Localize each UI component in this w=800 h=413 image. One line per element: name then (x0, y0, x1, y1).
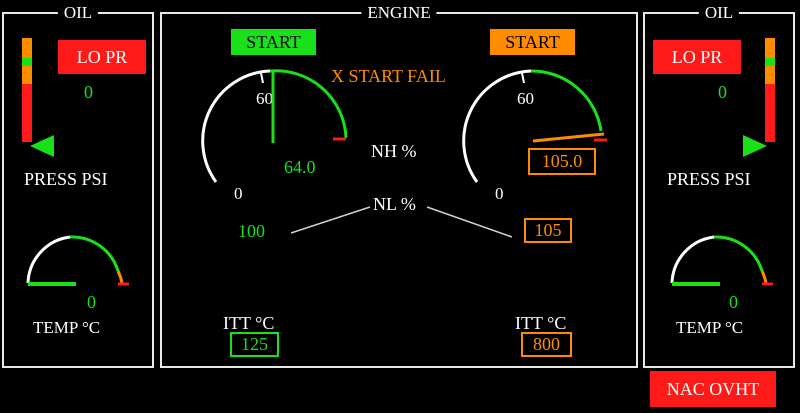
oil-temp-label-left: TEMP °C (33, 318, 101, 337)
nh-value-left: 64.0 (284, 157, 316, 177)
oil-temp-gauge-left (26, 235, 129, 286)
nh-tick-60-right: 60 (517, 89, 534, 108)
oil-title-left: OIL (57, 3, 99, 23)
nac-ovht-warning: NAC OVHT (650, 371, 776, 407)
oil-temp-value-left: 0 (87, 292, 96, 312)
itt-label-right: ITT °C (515, 313, 567, 333)
start-indicator-right: START (490, 29, 575, 55)
engine-panel: ENGINE (160, 3, 638, 368)
oil-press-label-right: PRESS PSI (667, 169, 751, 189)
nl-connector-left (290, 206, 371, 234)
start-fail-message: X START FAIL (331, 66, 446, 86)
nl-value-left: 100 (238, 221, 265, 241)
nl-label: NL % (373, 194, 416, 214)
nh-tick-60-left: 60 (256, 89, 273, 108)
nh-label: NH % (371, 141, 417, 161)
oil-temp-value-right: 0 (729, 292, 738, 312)
oil-temp-gauge-right (670, 235, 773, 286)
nl-value-right: 105 (524, 218, 572, 243)
itt-value-right: 800 (521, 332, 572, 357)
oil-title-right: OIL (698, 3, 740, 23)
oil-panel-right: OIL (643, 3, 795, 368)
start-indicator-left: START (231, 29, 316, 55)
oil-press-tape-left (22, 38, 32, 142)
lo-pr-warning-left: LO PR (58, 40, 146, 74)
engine-title: ENGINE (361, 3, 437, 23)
itt-value-left: 125 (230, 332, 279, 357)
lo-pr-warning-right: LO PR (653, 40, 741, 74)
oil-temp-label-right: TEMP °C (676, 318, 744, 337)
oil-press-value-right: 0 (718, 82, 727, 102)
nl-connector-right (426, 206, 513, 238)
nh-tick-0-left: 0 (234, 184, 243, 203)
oil-press-value-left: 0 (84, 82, 93, 102)
nh-value-right: 105.0 (528, 148, 596, 175)
itt-label-left: ITT °C (223, 313, 275, 333)
oil-press-pointer-right (743, 135, 767, 157)
nh-tick-0-right: 0 (495, 184, 504, 203)
oil-press-pointer-left (30, 135, 54, 157)
oil-panel-left: OIL (2, 3, 154, 368)
oil-press-tape-right (765, 38, 775, 142)
nh-gauge-left (201, 69, 348, 183)
nh-gauge-right (462, 69, 607, 183)
oil-press-label-left: PRESS PSI (24, 169, 108, 189)
